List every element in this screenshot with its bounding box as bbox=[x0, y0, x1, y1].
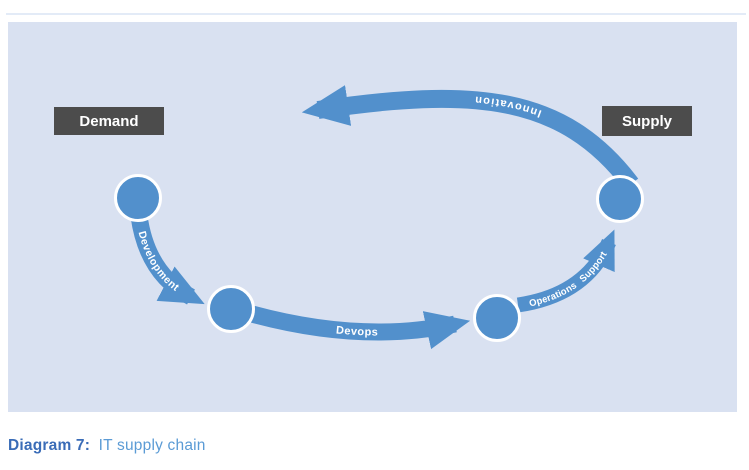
development-devops-node bbox=[207, 285, 255, 333]
devops-arrow-label: Devops bbox=[336, 324, 378, 338]
innovation-arrow bbox=[301, 85, 639, 190]
supply-node bbox=[596, 175, 644, 223]
demand-label-text: Demand bbox=[79, 113, 138, 130]
supply-label-box bbox=[602, 106, 692, 136]
demand-node bbox=[114, 174, 162, 222]
supply-label: Supply bbox=[602, 106, 692, 136]
operations-support-arrow bbox=[516, 229, 616, 313]
demand-label-box bbox=[54, 107, 164, 135]
caption-number: Diagram 7: bbox=[8, 437, 91, 454]
demand-label: Demand bbox=[54, 107, 164, 135]
devops-operations-node bbox=[473, 294, 521, 342]
page-rule bbox=[6, 13, 746, 15]
caption-title: IT supply chain bbox=[98, 437, 206, 454]
svg-text:Devops: Devops bbox=[336, 324, 379, 338]
development-arrow bbox=[130, 214, 205, 305]
supply-label-text: Supply bbox=[622, 113, 673, 130]
diagram-caption: Diagram 7: IT supply chain bbox=[8, 437, 206, 455]
devops-arrow bbox=[249, 305, 471, 350]
